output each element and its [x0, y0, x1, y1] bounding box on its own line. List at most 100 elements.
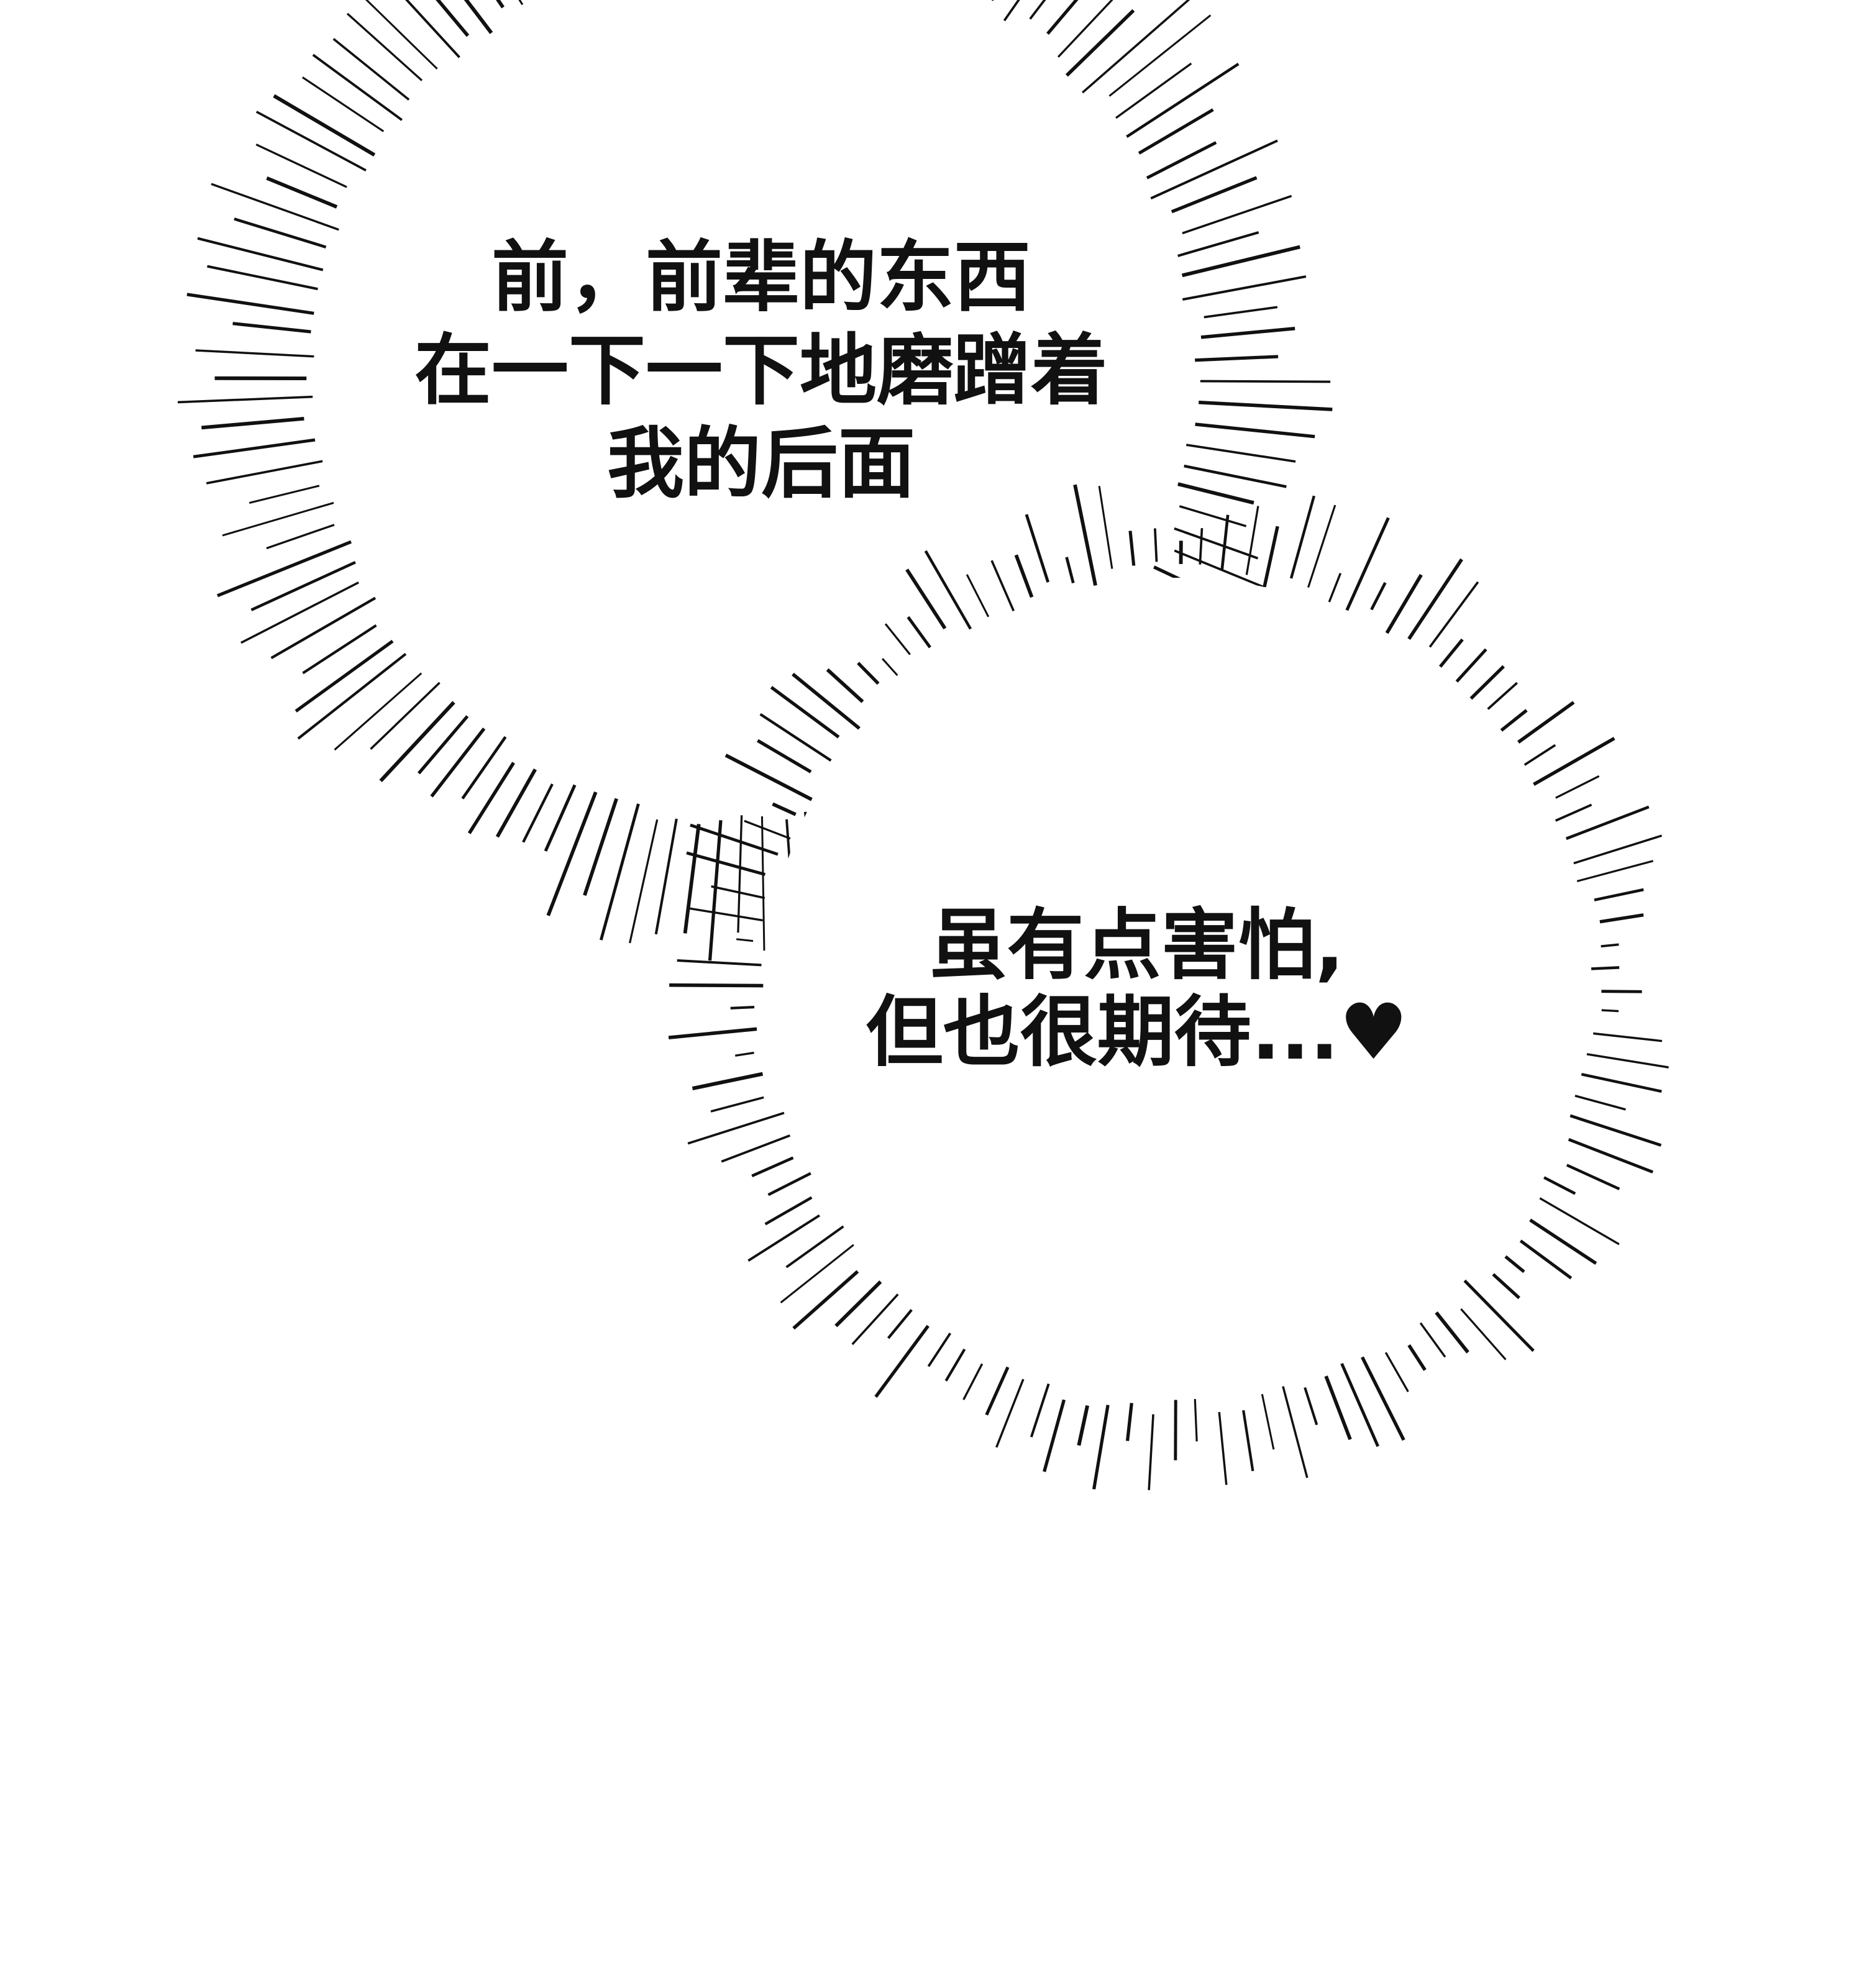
burst-line: [1419, 1322, 1446, 1358]
burst-line: [826, 668, 864, 703]
burst-line: [792, 672, 861, 730]
burst-line: [583, 798, 618, 896]
burst-line: [995, 1379, 1025, 1448]
burst-line: [1174, 527, 1259, 560]
burst-line: [1073, 484, 1097, 586]
burst-line: [772, 802, 797, 816]
burst-line: [1568, 1138, 1653, 1174]
burst-line: [1148, 1414, 1154, 1490]
burst-line: [1324, 1375, 1352, 1441]
burst-line: [874, 1325, 930, 1398]
burst-line: [734, 1051, 754, 1057]
burst-line: [785, 1225, 844, 1269]
burst-line: [1029, 0, 1046, 20]
burst-line: [669, 983, 764, 988]
burst-line: [197, 237, 324, 271]
burst-line: [991, 0, 994, 1]
burst-line: [1581, 1073, 1662, 1093]
burst-line: [737, 815, 743, 933]
burst-line: [1591, 966, 1620, 970]
burst-line: [966, 574, 990, 618]
burst-line: [1438, 638, 1464, 668]
burst-line: [1384, 1352, 1409, 1393]
burst-line: [405, 0, 460, 58]
burst-line: [990, 560, 1015, 612]
burst-line: [1566, 1164, 1620, 1190]
burst-line: [1261, 1393, 1275, 1450]
burst-line: [266, 524, 335, 550]
burst-line: [201, 416, 304, 430]
burst-line: [255, 144, 347, 188]
burst-line: [1487, 682, 1518, 710]
burst-line: [1282, 1386, 1309, 1479]
burst-line: [1174, 549, 1266, 589]
burst-line: [370, 682, 441, 750]
burst-line: [690, 823, 779, 856]
burst-line: [1146, 141, 1217, 180]
burst-line: [379, 701, 455, 783]
burst-line: [1128, 531, 1136, 566]
burst-line: [767, 1172, 811, 1197]
burst-line: [1594, 888, 1644, 901]
burst-line: [1529, 1218, 1597, 1265]
burst-line: [792, 1270, 859, 1330]
burst-line: [1601, 1009, 1619, 1013]
burst-line: [1030, 1383, 1050, 1438]
burst-line: [686, 851, 766, 876]
burst-line: [1586, 1053, 1669, 1069]
burst-line: [1098, 486, 1113, 569]
burst-line: [654, 818, 678, 935]
burst-line: [780, 1244, 854, 1303]
burst-line: [207, 265, 318, 291]
burst-line: [1463, 1279, 1535, 1352]
burst-line: [1115, 62, 1192, 119]
burst-line: [302, 624, 377, 675]
burst-line: [1138, 108, 1214, 155]
bubble-2-fill: [767, 578, 1588, 1398]
burst-line: [1533, 737, 1615, 787]
burst-line: [1177, 482, 1254, 505]
burst-line: [1601, 943, 1619, 948]
burst-line: [216, 540, 352, 598]
burst-line: [1385, 573, 1423, 634]
burst-line: [1181, 245, 1300, 278]
burst-line: [924, 550, 972, 630]
burst-line: [1599, 913, 1644, 924]
burst-line: [1500, 709, 1528, 732]
burst-line: [1204, 306, 1278, 319]
burst-line: [270, 596, 377, 659]
bubble-1-line-2: 在一下一下地磨蹭着: [414, 326, 1108, 416]
burst-line: [1555, 803, 1592, 822]
burst-line: [1125, 1403, 1133, 1441]
burst-line: [1126, 63, 1240, 138]
burst-line: [710, 1096, 764, 1113]
burst-line: [1245, 506, 1259, 575]
burst-line: [464, 0, 493, 34]
bubble-1-line-1: 前，前辈的东西: [491, 233, 1031, 322]
bubble-2-line-2: 但也很期待...♥: [866, 988, 1409, 1077]
burst-line: [884, 623, 911, 655]
burst-bubble-2: [668, 484, 1669, 1490]
burst-line: [1184, 464, 1287, 488]
burst-line: [1539, 1197, 1620, 1246]
burst-line: [332, 38, 410, 101]
burst-line: [1543, 1176, 1576, 1195]
burst-line: [206, 460, 323, 485]
burst-line: [1153, 528, 1158, 562]
burst-line: [770, 686, 840, 739]
burst-line: [1460, 1308, 1507, 1361]
burst-line: [495, 768, 537, 838]
burst-line: [1524, 744, 1556, 766]
burst-line: [297, 652, 407, 740]
burst-line: [250, 560, 356, 611]
burst-line: [1555, 775, 1600, 799]
burst-line: [887, 1309, 913, 1339]
burst-line: [186, 293, 314, 315]
burst-line: [747, 1214, 821, 1262]
burst-line: [232, 322, 311, 334]
burst-line: [1065, 557, 1075, 584]
burst-line: [1328, 573, 1342, 603]
burst-line: [1077, 1405, 1090, 1446]
